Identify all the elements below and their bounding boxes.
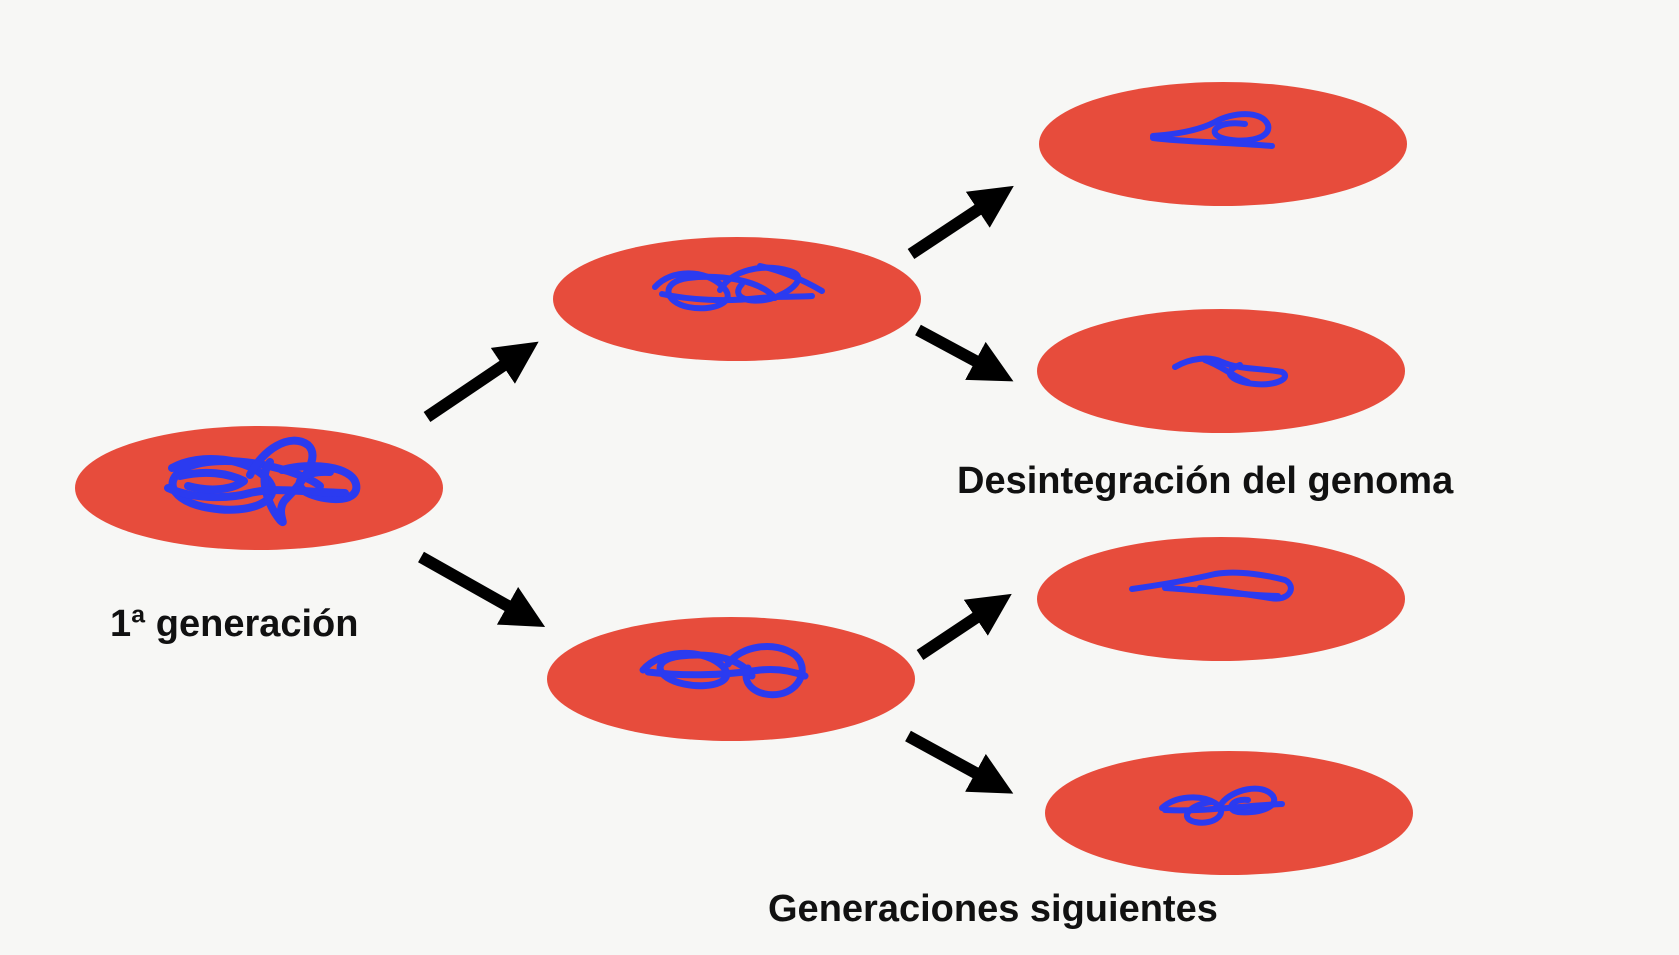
dna-medium-tangle-bottom	[639, 643, 809, 699]
label-first-generation: 1ª generación	[110, 603, 359, 645]
dna-medium-tangle-top	[652, 263, 825, 312]
dna-small-tangle-d	[1159, 785, 1285, 826]
arrow-gen2-top-to-gen3-b	[915, 324, 1014, 382]
arrows	[418, 185, 1014, 794]
arrow-gen2-bottom-to-gen3-c	[916, 593, 1012, 660]
cell-generation-2-bottom	[547, 617, 915, 741]
cell-generation-3-d	[1045, 751, 1413, 875]
cell-generation-3-c	[1037, 537, 1405, 661]
dna-small-tangle-b	[1172, 355, 1288, 388]
dna-large-tangle	[164, 436, 361, 526]
label-genome-disintegration: Desintegración del genoma	[957, 460, 1454, 502]
arrow-gen2-top-to-gen3-a	[907, 185, 1014, 260]
dna-strands	[164, 111, 1294, 826]
arrow-gen1-to-gen2-top	[423, 341, 539, 422]
arrow-gen2-bottom-to-gen3-d	[905, 730, 1014, 794]
arrow-gen1-to-gen2-bottom	[418, 551, 546, 627]
dna-small-tangle-a	[1150, 111, 1275, 149]
label-following-generations: Generaciones siguientes	[768, 888, 1218, 930]
dna-small-tangle-c	[1129, 569, 1294, 602]
